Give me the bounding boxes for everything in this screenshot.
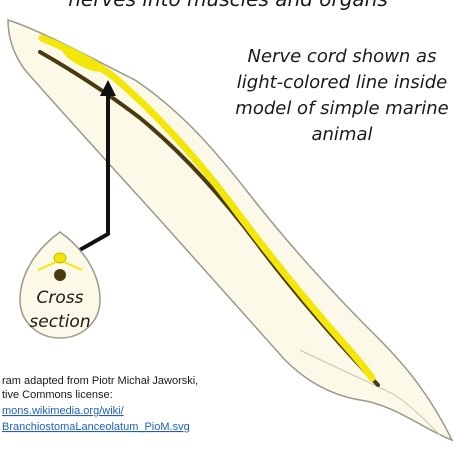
- caption-line-2: light-colored line inside: [237, 72, 447, 93]
- cross-section-label-line1: Cross: [37, 288, 84, 308]
- credit-link-line-2[interactable]: BranchiostomaLanceolatum_PioM.svg: [2, 421, 190, 433]
- cross-section-notochord-dot: [54, 269, 66, 281]
- caption-line-4: animal: [311, 124, 372, 145]
- caption-line-1: Nerve cord shown as: [248, 46, 437, 67]
- cross-section-label-line2: section: [29, 312, 90, 332]
- diagram-heading: nerves into muscles and organs: [68, 0, 388, 11]
- caption-line-3: model of simple marine: [235, 98, 448, 119]
- credit-line-1: ram adapted from Piotr Michał Jaworski,: [2, 375, 198, 387]
- cross-section-nerve-dot: [54, 253, 66, 263]
- credit-link-line-1[interactable]: mons.wikimedia.org/wiki/: [2, 405, 125, 417]
- credit-line-2: tive Commons license:: [2, 389, 113, 401]
